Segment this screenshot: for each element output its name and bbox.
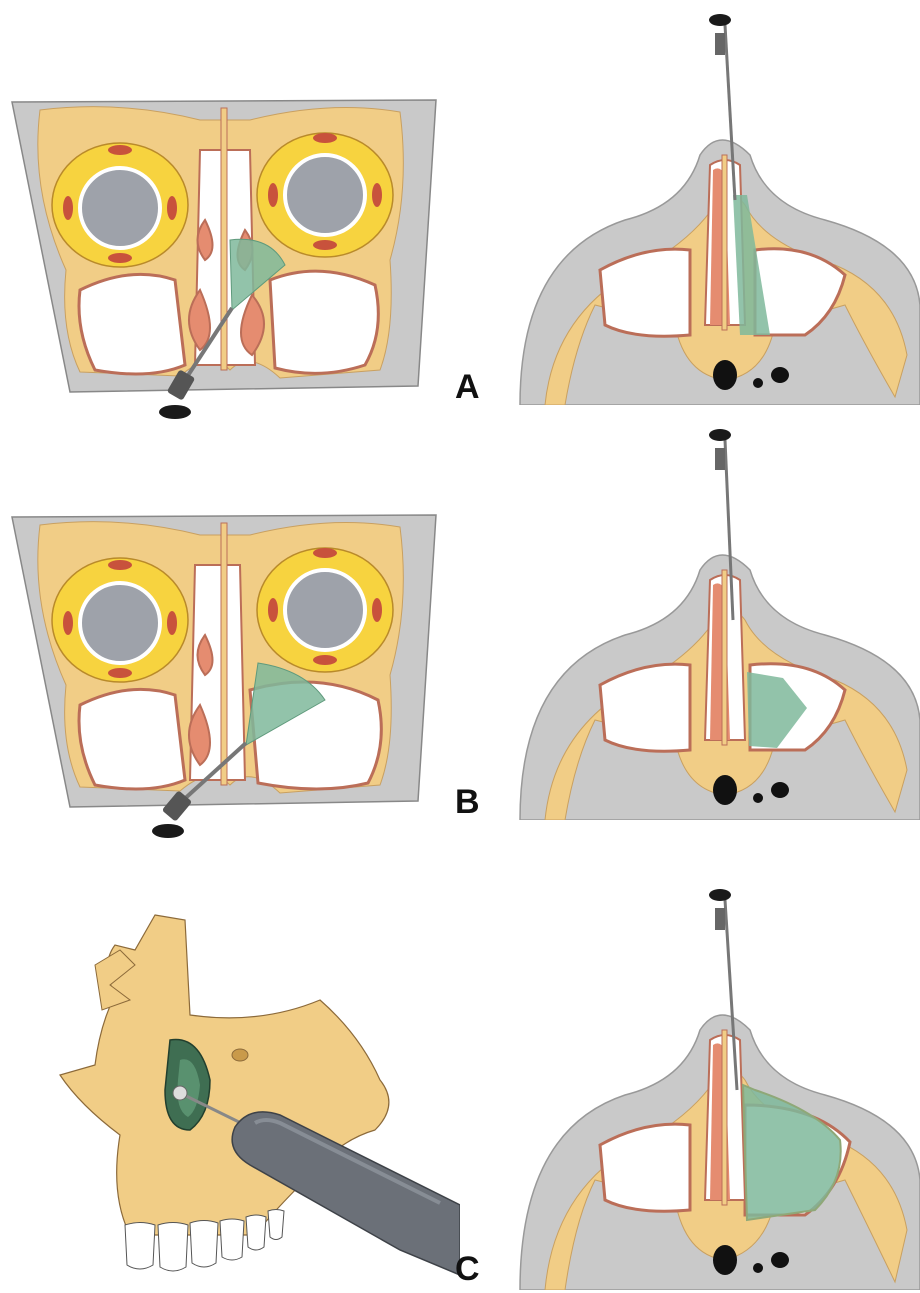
right-eyeball: [285, 570, 365, 650]
left-eyeball: [80, 583, 160, 663]
panel-a-coronal-view: [0, 80, 450, 430]
infraorbital-foramen: [232, 1049, 248, 1061]
endoscope-handle: [709, 429, 731, 470]
left-eyeball: [80, 168, 160, 248]
panel-label-c: C: [455, 1250, 480, 1289]
panel-c-lateral-view: [40, 905, 460, 1290]
panel-label-a: A: [455, 368, 480, 407]
axial-section-a: [515, 5, 920, 405]
left-maxillary-sinus: [600, 664, 690, 751]
maxilla-lateral-section: [40, 905, 460, 1290]
left-maxillary-sinus: [600, 249, 690, 336]
right-maxillary-sinus: [270, 271, 378, 373]
panel-b-coronal-view: [0, 495, 450, 845]
panel-c-axial-view: [515, 880, 920, 1290]
panel-label-b: B: [455, 783, 480, 822]
nasal-septum: [722, 570, 727, 745]
panel-a-axial-view: [515, 5, 920, 405]
axial-section-c: [515, 880, 920, 1290]
nasal-septum: [221, 108, 227, 370]
nasal-septum: [221, 523, 227, 785]
right-eyeball: [285, 155, 365, 235]
nasal-septum: [722, 1030, 727, 1205]
left-maxillary-sinus: [79, 689, 185, 789]
axial-section-b: [515, 420, 920, 820]
left-maxillary-sinus: [600, 1124, 690, 1211]
left-maxillary-sinus: [79, 274, 185, 374]
coronal-section-a: [0, 80, 450, 430]
coronal-section-b: [0, 495, 450, 845]
nasal-septum: [722, 155, 727, 330]
panel-b-axial-view: [515, 420, 920, 820]
drill-tip: [173, 1086, 187, 1100]
